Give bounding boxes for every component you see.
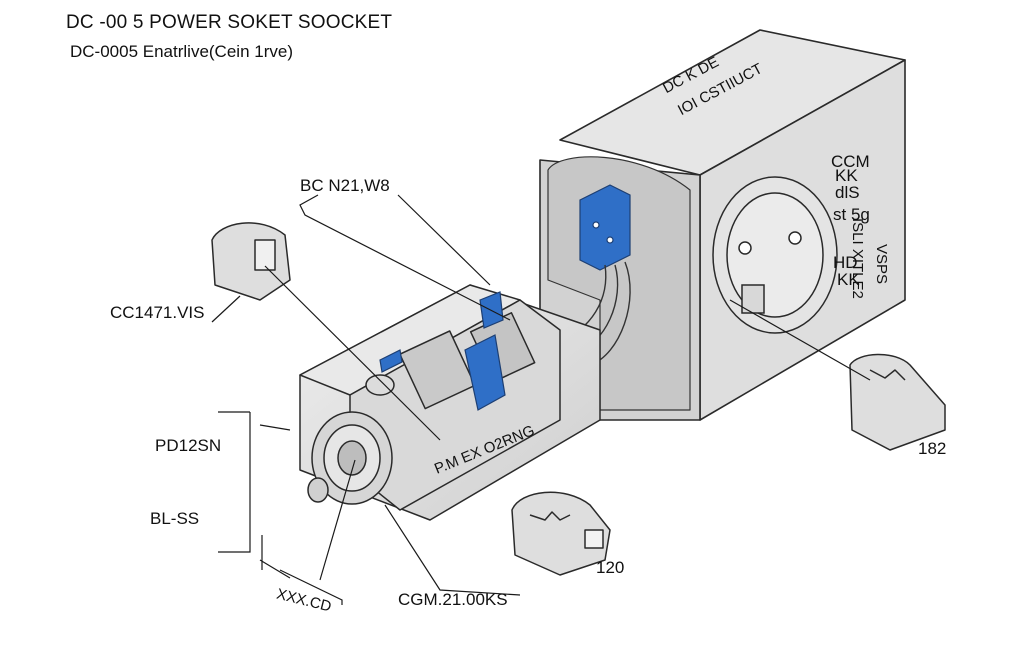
leader-lines	[211, 194, 871, 605]
callout-clip-right: 182	[918, 439, 947, 458]
socket-mechanism	[299, 284, 601, 521]
leader-left-part	[211, 295, 241, 323]
callout-left-dim-2: BL-SS	[150, 509, 200, 528]
housing-face-text-2: KK	[835, 166, 858, 185]
leader-bottom-center	[384, 504, 521, 596]
callout-left-part: CC1471.VIS	[110, 303, 205, 322]
callout-clip-front: 120	[596, 558, 625, 577]
leader-top-center-b	[397, 194, 491, 286]
front-connector	[307, 374, 395, 505]
leader-top-center-a	[299, 194, 511, 321]
dimension-bracket	[218, 411, 343, 605]
clip-component-bottom	[511, 491, 611, 576]
housing-face-text-6: KK	[837, 270, 860, 289]
clip-component-right	[849, 353, 946, 451]
callout-top-center: BC N21,W8	[300, 176, 390, 195]
callout-left-dim-1: PD12SN	[155, 436, 222, 455]
housing-terminal-block	[579, 184, 631, 271]
leader-right-clip	[729, 299, 871, 381]
page-subtitle: DC-0005 Enatrlive(Cein 1rve)	[70, 42, 293, 61]
leader-left-part-b	[264, 265, 441, 441]
socket-face	[712, 176, 838, 334]
callout-bottom-center: CGM.21.00KS	[398, 590, 508, 609]
housing-face-text-4: st 5g	[833, 205, 870, 224]
clip-component-top	[211, 222, 291, 301]
housing-face-text-5: HD	[833, 253, 858, 272]
page-title: DC -00 5 POWER SOKET SOOCKET	[66, 12, 393, 33]
housing-face-text-3: dlS	[835, 183, 860, 202]
housing-face-text-1: CCM	[831, 152, 870, 171]
housing-rotated-text-1: ISLI XITLE2	[849, 218, 866, 299]
leader-bottom-left	[319, 459, 356, 581]
housing-rotated-text-2: VSPS	[873, 244, 890, 285]
